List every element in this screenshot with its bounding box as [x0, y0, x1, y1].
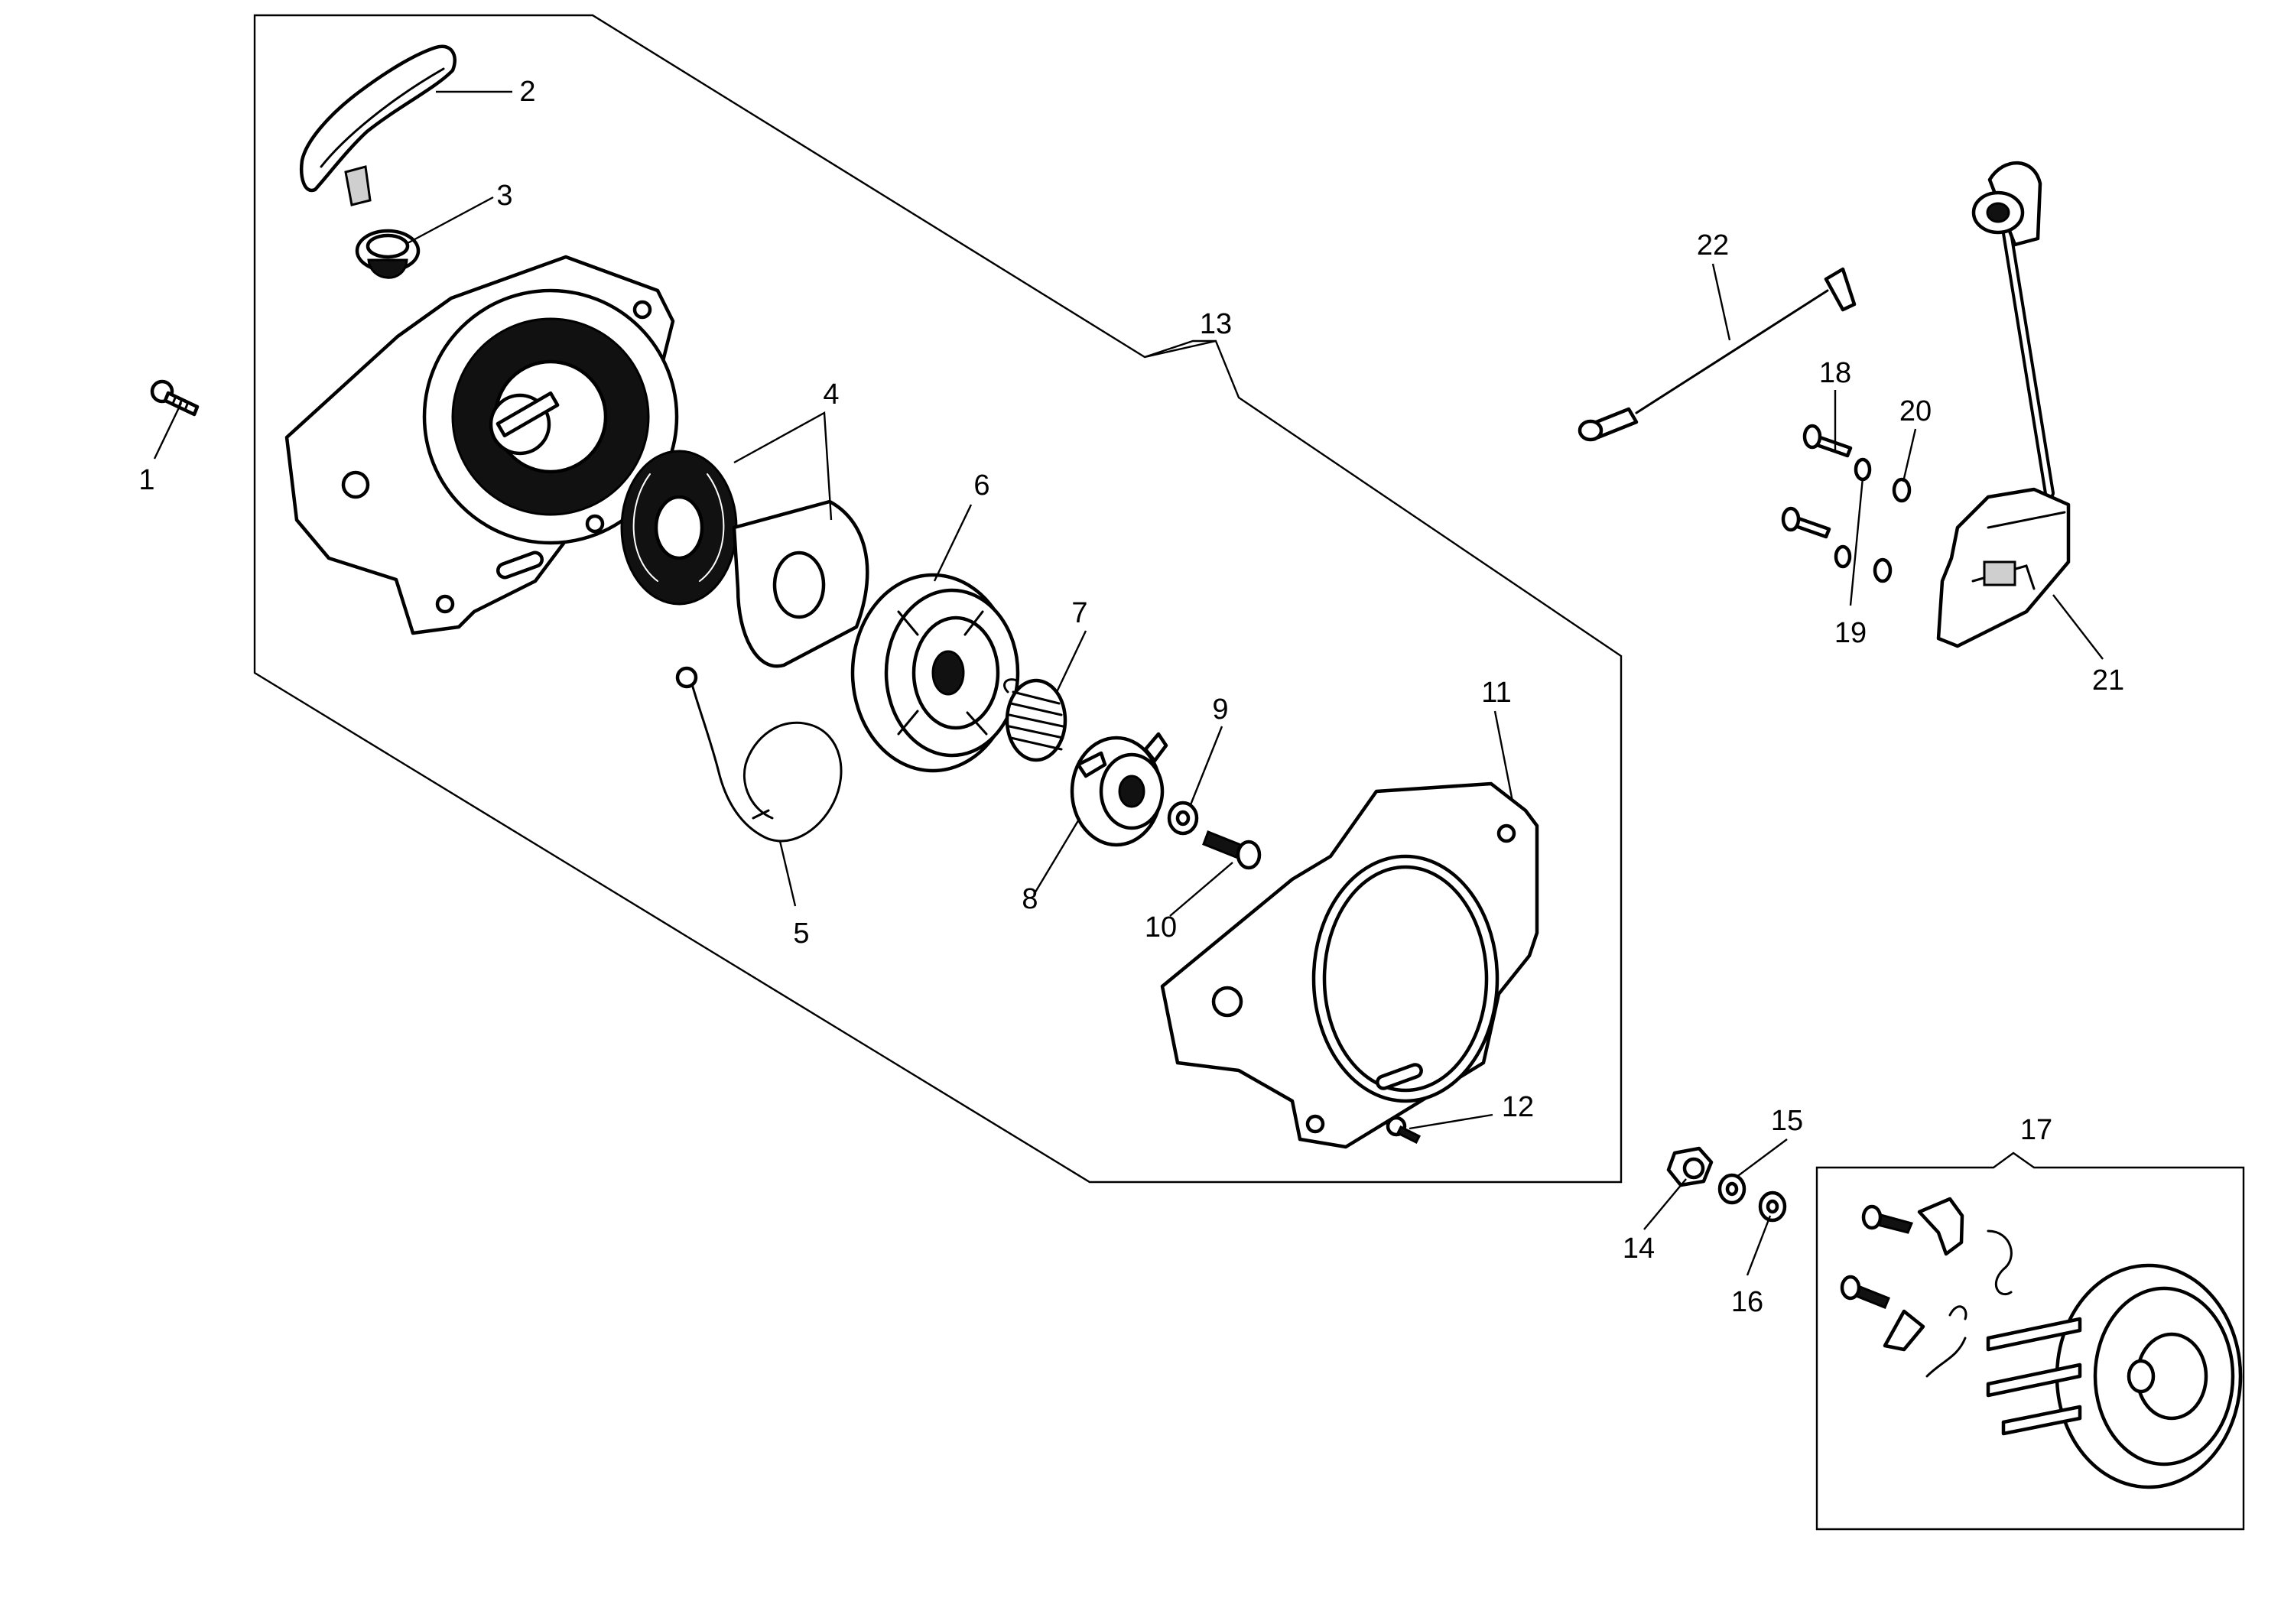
- callout-13: 13: [1200, 308, 1232, 340]
- callout-15: 15: [1771, 1105, 1803, 1137]
- callout-9: 9: [1212, 693, 1228, 726]
- assembly-13-outline: [253, 14, 1623, 1184]
- callout-20: 20: [1899, 395, 1932, 427]
- part-16-washer: [1758, 1190, 1787, 1223]
- part-20-washers: [1873, 477, 1912, 583]
- callout-16: 16: [1731, 1286, 1763, 1318]
- part-1-screw: [150, 379, 200, 417]
- assembly-17-outline: [1815, 1151, 2245, 1531]
- part-7-pawl-spring: [1003, 678, 1067, 762]
- part-6-rope-pulley: [850, 573, 1020, 773]
- part-9-washer: [1167, 801, 1199, 836]
- leader-lines: [153, 90, 2104, 1276]
- assembly-13-bracket: [1144, 339, 1216, 359]
- callout-21: 21: [2092, 664, 2124, 697]
- part-8-ratchet: [1070, 732, 1168, 847]
- callout-7: 7: [1071, 597, 1087, 629]
- part-22-ground-wire: [1578, 267, 1857, 442]
- callout-2: 2: [519, 76, 535, 108]
- part-10-screw: [1202, 830, 1262, 870]
- part-17-flywheel: [1840, 1197, 2243, 1489]
- callout-6: 6: [973, 469, 989, 502]
- callout-11: 11: [1481, 677, 1511, 709]
- callout-17: 17: [2020, 1114, 2052, 1146]
- part-15-washer: [1717, 1173, 1746, 1205]
- part-2-starter-handle: [300, 44, 457, 206]
- callout-5: 5: [793, 918, 809, 950]
- callout-18: 18: [1819, 357, 1851, 389]
- callout-14: 14: [1623, 1233, 1655, 1265]
- callout-22: 22: [1697, 229, 1729, 261]
- callout-12: 12: [1502, 1091, 1534, 1123]
- callout-8: 8: [1022, 883, 1038, 915]
- part-12-screw: [1386, 1116, 1422, 1145]
- part-4-spring-cassette: [620, 450, 869, 668]
- callout-4: 4: [823, 378, 839, 411]
- part-14-nut: [1666, 1146, 1714, 1187]
- callout-1: 1: [138, 464, 154, 496]
- part-19-washers: [1834, 457, 1872, 569]
- starter-housing: [284, 255, 679, 635]
- part-18-screws: [1781, 424, 1853, 539]
- callout-19: 19: [1834, 617, 1867, 649]
- part-3-rope-guide: [355, 229, 421, 279]
- part-5-starter-rope: [675, 666, 843, 843]
- callout-3: 3: [496, 180, 512, 212]
- part-21-ignition-coil: [1936, 161, 2071, 648]
- part-11-fan-cover-plate: [1160, 781, 1539, 1149]
- callout-10: 10: [1145, 911, 1177, 944]
